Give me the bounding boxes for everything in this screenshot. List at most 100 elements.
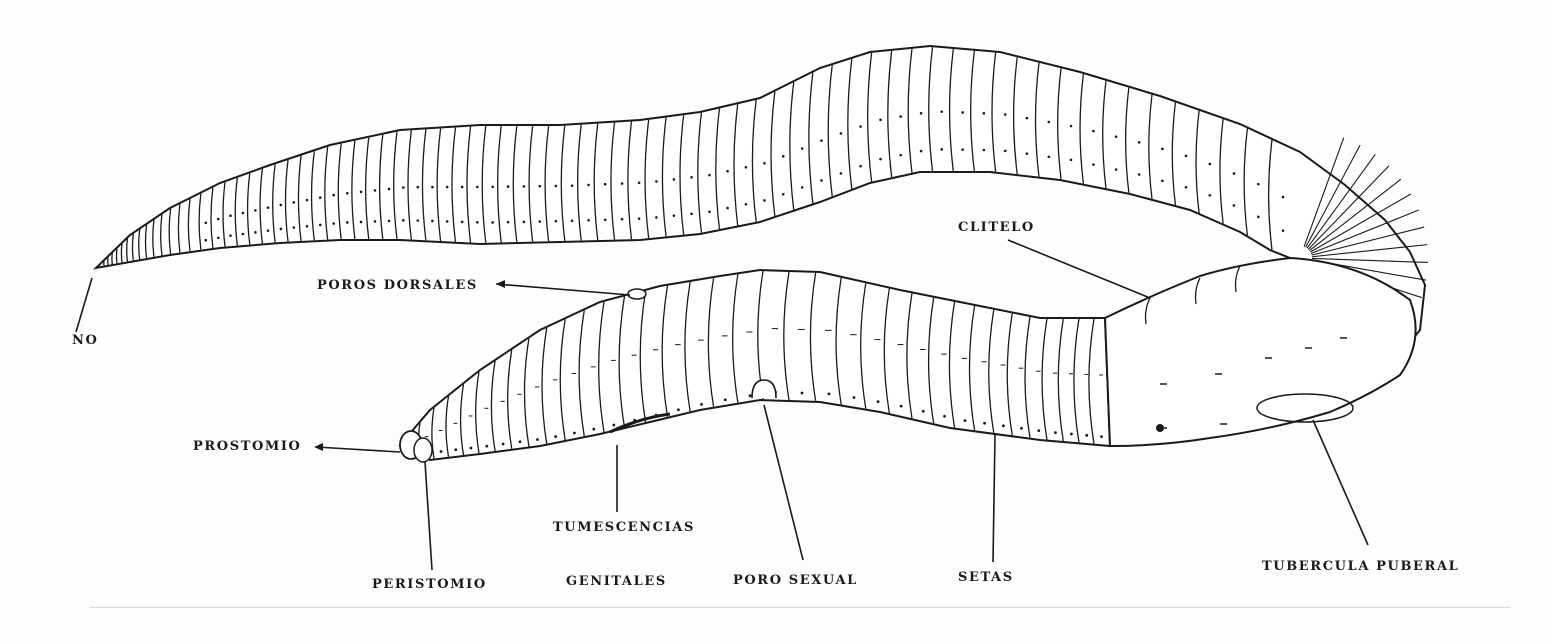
label-setas: SETAS — [958, 570, 1014, 585]
seta-dot — [345, 191, 349, 195]
seta-dot — [1114, 168, 1118, 171]
seta-dot — [538, 220, 542, 223]
annulus-line — [715, 108, 721, 230]
seta-dot — [879, 118, 882, 122]
seta-dot — [1208, 162, 1212, 166]
annulus-line — [144, 224, 148, 259]
seta-dot — [859, 164, 862, 168]
seta-dot — [476, 185, 479, 189]
seta-dot — [1069, 158, 1073, 162]
seta-dot — [279, 203, 283, 207]
seta-dot — [1025, 152, 1029, 156]
annulus-line — [490, 360, 496, 452]
annulus-line — [639, 290, 647, 423]
annulus-line — [1171, 102, 1177, 206]
seta-dot — [876, 400, 880, 404]
leader-clitelo — [1007, 239, 1151, 299]
leader-peristomio — [424, 461, 433, 571]
seta-dot — [1092, 129, 1095, 133]
seta-dot — [460, 220, 464, 224]
seta-dot — [827, 392, 831, 396]
annulus-line — [928, 47, 934, 172]
seta-dot — [491, 185, 494, 189]
upper-body-outline — [92, 44, 1427, 397]
annulus-line — [887, 50, 893, 178]
seta-dot — [1232, 204, 1236, 207]
annulus-line — [451, 127, 457, 242]
seta-dot — [587, 218, 590, 222]
clitellum-region — [1103, 256, 1417, 448]
annulus-line — [210, 187, 214, 249]
seta-dot — [708, 210, 711, 214]
seta-dot — [982, 112, 986, 115]
label-clitelo: CLITELO — [958, 220, 1035, 235]
annulus-line — [272, 164, 276, 243]
seta-dot — [266, 206, 270, 209]
annulus-line — [512, 125, 518, 243]
seta-dot — [1100, 435, 1103, 439]
seta-dot — [603, 218, 607, 222]
annulus-line — [808, 72, 814, 204]
annulus-line — [152, 219, 155, 257]
annulus-line — [1073, 318, 1080, 443]
seta-dot — [744, 165, 748, 169]
seta-dot — [919, 149, 923, 153]
annulus-line — [177, 203, 181, 253]
seta-dot — [672, 178, 676, 181]
annulus-line — [234, 177, 238, 246]
seta-dot — [940, 148, 944, 151]
annulus-line — [475, 371, 480, 454]
sexual-pore — [751, 379, 777, 399]
fan-annulus-line — [1311, 244, 1428, 258]
annulus-line — [407, 130, 412, 240]
seta-dot — [216, 217, 220, 221]
annulus-line — [577, 124, 582, 241]
annulus-line — [1034, 62, 1040, 177]
fan-annulus-line — [1303, 137, 1345, 247]
seta-dot — [229, 234, 232, 237]
seta-dot — [603, 182, 607, 186]
seta-dot — [820, 139, 823, 142]
annulus-line — [445, 396, 450, 457]
seta-dot — [943, 414, 946, 418]
clitellum-ring — [1144, 297, 1151, 325]
fan-annulus-line — [1309, 178, 1402, 252]
annulus-line — [541, 327, 548, 444]
seta-dot — [332, 193, 335, 197]
seta-dot — [700, 402, 703, 406]
leader-prostomio — [315, 446, 401, 453]
annulus-line — [697, 112, 703, 233]
annulus-line — [246, 173, 251, 245]
leader-tubercula — [1312, 419, 1369, 546]
seta-dot — [859, 125, 862, 128]
annulus-line — [1195, 110, 1200, 214]
annulus-line — [860, 283, 867, 409]
seta-dot — [1085, 433, 1089, 437]
seta-dot — [554, 184, 558, 188]
seta-dot — [763, 199, 766, 202]
seta-dot — [241, 211, 245, 215]
seta-dot — [416, 185, 420, 189]
seta-dot — [454, 448, 458, 452]
seta-dot — [982, 148, 986, 152]
annulus-line — [1088, 318, 1095, 444]
label-poro-sexual: PORO SEXUAL — [733, 573, 858, 588]
annulus-line — [523, 338, 530, 447]
annulus-line — [948, 301, 956, 428]
seta-dot — [820, 179, 823, 182]
seta-dot — [587, 183, 590, 187]
seta-dot — [522, 220, 526, 224]
annulus-line — [618, 296, 626, 428]
seta-dot — [919, 112, 923, 115]
seta-dot — [899, 404, 903, 408]
annulus-line — [481, 125, 487, 243]
annulus-line — [991, 52, 997, 172]
annulus-line — [883, 288, 890, 414]
seta-dot — [1070, 432, 1073, 436]
annulus-line — [988, 309, 995, 433]
label-tumescencias: TUMESCENCIAS — [553, 520, 695, 535]
annulus-line — [578, 310, 585, 437]
label-prostomio: PROSTOMIO — [193, 439, 302, 454]
seta-dot — [572, 431, 576, 435]
